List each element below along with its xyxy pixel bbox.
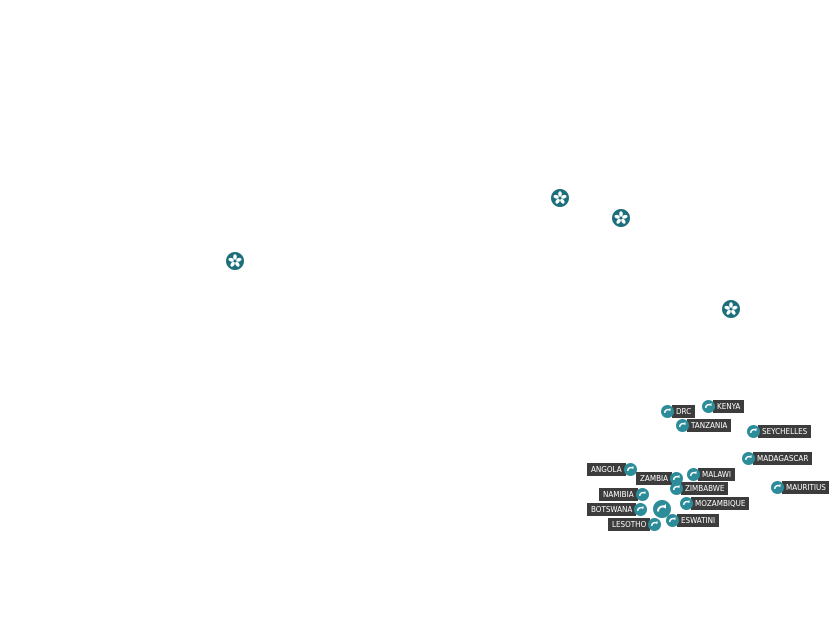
country-marker-zambia[interactable]: ZAMBIA: [636, 472, 684, 485]
country-marker-mozambique[interactable]: MOZAMBIQUE: [680, 497, 750, 510]
country-marker-namibia[interactable]: NAMIBIA: [599, 488, 649, 501]
map-pin-icon: [676, 419, 689, 432]
country-label-kenya: KENYA: [713, 400, 745, 413]
map-pin-icon: [661, 405, 674, 418]
flower-icon[interactable]: [612, 209, 630, 227]
country-label-botswana: BOTSWANA: [587, 503, 637, 516]
country-marker-kenya[interactable]: KENYA: [702, 400, 745, 413]
map-pin-icon: [623, 463, 637, 476]
country-marker-tanzania[interactable]: TANZANIA: [676, 419, 732, 432]
map-pin-icon: [742, 452, 755, 465]
country-marker-angola[interactable]: ANGOLA: [587, 463, 637, 476]
country-marker-eswatini[interactable]: ESWATINI: [666, 514, 720, 527]
country-label-tanzania: TANZANIA: [687, 419, 732, 432]
map-pin-icon: [680, 497, 693, 510]
map-pin-icon: [771, 481, 784, 494]
flower-icon[interactable]: [722, 300, 740, 318]
country-marker-seychelles[interactable]: SEYCHELLES: [747, 425, 812, 438]
country-label-mozambique: MOZAMBIQUE: [691, 497, 750, 510]
map-pin-icon: [702, 400, 715, 413]
map-pin-icon: [687, 468, 700, 481]
country-label-lesotho: LESOTHO: [608, 518, 651, 531]
country-marker-zimbabwe[interactable]: ZIMBABWE: [670, 482, 729, 495]
country-label-angola: ANGOLA: [587, 463, 626, 476]
country-marker-botswana[interactable]: BOTSWANA: [587, 503, 648, 516]
map-pin-icon: [670, 482, 683, 495]
map-pin-icon: [648, 518, 662, 531]
country-label-seychelles: SEYCHELLES: [758, 425, 812, 438]
country-marker-lesotho[interactable]: LESOTHO: [608, 518, 662, 531]
map-pin-icon: [634, 503, 648, 516]
country-label-zimbabwe: ZIMBABWE: [681, 482, 729, 495]
map-pin-icon: [635, 488, 649, 501]
country-label-madagascar: MADAGASCAR: [753, 452, 813, 465]
country-label-eswatini: ESWATINI: [677, 514, 720, 527]
country-marker-malawi[interactable]: MALAWI: [687, 468, 736, 481]
country-label-drc: DRC: [672, 405, 696, 418]
country-marker-drc[interactable]: DRC: [661, 405, 696, 418]
country-marker-mauritius[interactable]: MAURITIUS: [771, 481, 829, 494]
country-label-namibia: NAMIBIA: [599, 488, 638, 501]
country-label-malawi: MALAWI: [698, 468, 736, 481]
flower-icon[interactable]: [226, 252, 244, 270]
map-pin-icon: [670, 472, 684, 485]
country-label-mauritius: MAURITIUS: [782, 481, 829, 494]
country-marker-madagascar[interactable]: MADAGASCAR: [742, 452, 813, 465]
map-pin-icon: [747, 425, 760, 438]
flower-icon[interactable]: [551, 189, 569, 207]
map-pin-icon: [666, 514, 679, 527]
map-pin-icon[interactable]: [653, 500, 671, 518]
country-label-zambia: ZAMBIA: [636, 472, 673, 485]
